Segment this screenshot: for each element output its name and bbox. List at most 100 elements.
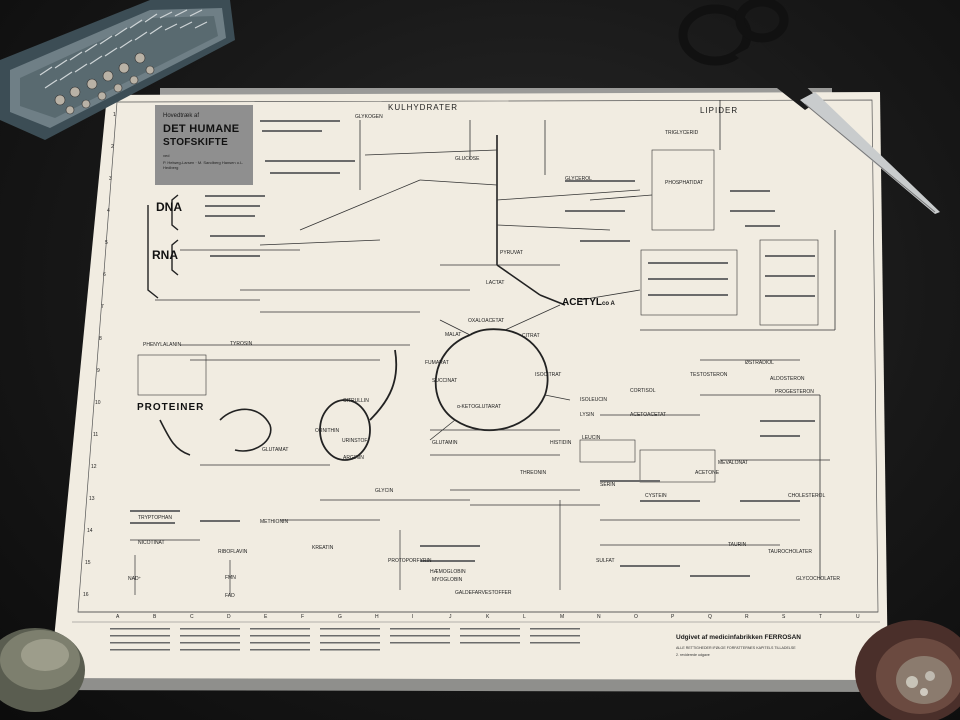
amino-cycle	[159, 408, 272, 456]
metabolite-label: GALDEFARVESTOFFER	[455, 590, 512, 596]
grid-row-label: 12	[91, 464, 97, 470]
metabolite-label: TESTOSTERON	[690, 372, 728, 378]
metabolite-label: URINSTOF	[342, 438, 368, 444]
grid-column-label: C	[190, 614, 194, 620]
metabolite-label: LYSIN	[580, 412, 595, 418]
grid-row-label: 3	[109, 176, 112, 182]
metabolite-label: GLUCOSE	[455, 156, 480, 162]
grid-row-label: 4	[107, 208, 110, 214]
metabolite-label: SULFAT	[596, 558, 615, 564]
grid-column-label: H	[375, 614, 379, 620]
grid-row-label: 1	[113, 112, 116, 118]
grid-column-label: J	[449, 614, 452, 620]
metabolite-label: CITRAT	[522, 333, 540, 339]
metabolite-label: ØSTRADIOL	[745, 360, 774, 366]
grid-column-label: L	[523, 614, 526, 620]
metabolite-label: HÆMOGLOBIN	[430, 569, 466, 575]
grid-row-label: 5	[105, 240, 108, 246]
grid-column-label: K	[486, 614, 490, 620]
scissors	[678, 0, 940, 214]
publisher-line: Udgivet af medicinfabrikken FERROSAN	[676, 634, 801, 641]
title-line-1: DET HUMANE	[163, 123, 240, 135]
metabolite-label: PHOSPHATIDAT	[665, 180, 704, 186]
metabolite-label: HISTIDIN	[550, 440, 572, 446]
grid-row-label: 8	[99, 336, 102, 342]
metabolite-label: TRIGLYCERID	[665, 130, 699, 136]
metabolite-label: TAURIN	[728, 542, 747, 548]
grid-column-label: I	[412, 614, 414, 620]
grid-column-label: G	[338, 614, 342, 620]
metabolite-label: MYOGLOBIN	[432, 577, 463, 583]
section-proteins: PROTEINER	[137, 402, 205, 413]
title-by: ved	[163, 153, 170, 158]
metabolite-label: ACETONE	[695, 470, 720, 476]
poster-bottom-rail	[46, 678, 890, 692]
metabolite-label: GLYKOGEN	[355, 114, 383, 120]
metabolite-label: GLYCOCHOLATER	[796, 576, 840, 582]
grid-column-label: A	[116, 614, 120, 620]
section-carbohydrates: KULHYDRATER	[388, 103, 458, 112]
metabolite-label: GLYCIN	[375, 488, 394, 494]
urea-cycle	[319, 349, 398, 461]
grid-column-label: E	[264, 614, 268, 620]
grid-row-label: 2	[111, 144, 114, 150]
title-prefix: Hovedtræk af	[163, 113, 200, 119]
earring-tray	[0, 0, 235, 140]
grid-column-label: Q	[708, 614, 712, 620]
metabolite-label: ISOCITRAT	[535, 372, 562, 378]
metabolite-label: TRYPTOPHAN	[138, 515, 172, 521]
grid-column-label: N	[597, 614, 601, 620]
metabolite-label: PROTOPORFYRIN	[388, 558, 432, 564]
grid-row-label: 11	[93, 432, 99, 438]
metabolite-label: PROGESTERON	[775, 389, 814, 395]
metabolite-label: TAUROCHOLATER	[768, 549, 812, 555]
grid-column-label: S	[782, 614, 786, 620]
ceramic-weight-left	[0, 628, 85, 712]
metabolite-label: METHIONIN	[260, 519, 289, 525]
grid-column-label: T	[819, 614, 823, 620]
metabolite-label: LEUCIN	[582, 435, 601, 441]
grid-column-label: O	[634, 614, 638, 620]
metabolite-label: CHOLESTEROL	[788, 493, 826, 499]
section-lipids: LIPIDER	[700, 106, 739, 115]
metabolite-label: SERIN	[600, 482, 616, 488]
grid-row-label: 13	[89, 496, 95, 502]
carbohydrate-branches	[259, 120, 641, 266]
rights-line: ALLE RETTIGHEDER IFØLGE FORFATTERNES KAP…	[676, 646, 796, 650]
poster-paper	[50, 92, 888, 682]
grid-column-label: P	[671, 614, 675, 620]
poster-top-rail	[160, 88, 832, 96]
edition-line: 2. reviderede udgave	[676, 653, 710, 657]
lipid-boxes	[137, 149, 819, 483]
grid-row-label: 9	[97, 368, 100, 374]
metabolite-label: CYSTEIN	[645, 493, 667, 499]
metabolite-label: GLYCEROL	[565, 176, 592, 182]
metabolite-label: MALAT	[445, 332, 462, 338]
metabolite-label: ACETOACETAT	[630, 412, 667, 418]
metabolite-label: FMN	[225, 575, 236, 581]
metabolite-label: LACTAT	[486, 280, 505, 286]
nucleotide-brackets	[147, 194, 179, 299]
grid-row-label: 7	[101, 304, 104, 310]
metabolite-label: NAD⁺	[128, 576, 142, 582]
poster-title-box: Hovedtræk af DET HUMANE STOFSKIFTE ved P…	[155, 105, 253, 185]
metabolite-label: CITRULLIN	[343, 398, 369, 404]
metabolite-label: KREATIN	[312, 545, 334, 551]
metabolite-label: ORNITHIN	[315, 428, 340, 434]
lipid-pathways	[579, 100, 836, 580]
metabolite-label: ARGININ	[343, 455, 364, 461]
grid-column-label: R	[745, 614, 749, 620]
node-rna: RNA	[152, 248, 178, 262]
citric-acid-cycle	[434, 328, 549, 432]
grid-row-label: 16	[83, 592, 89, 598]
metabolite-label: ISOLEUCIN	[580, 397, 607, 403]
grid-column-label: F	[301, 614, 305, 620]
fine-print-texture	[110, 120, 815, 651]
metabolite-label: TYROSIN	[230, 341, 253, 347]
metabolite-label: PYRUVAT	[500, 250, 523, 256]
metabolite-label: GLUTAMAT	[262, 447, 289, 453]
amino-acid-pathways	[130, 249, 800, 595]
